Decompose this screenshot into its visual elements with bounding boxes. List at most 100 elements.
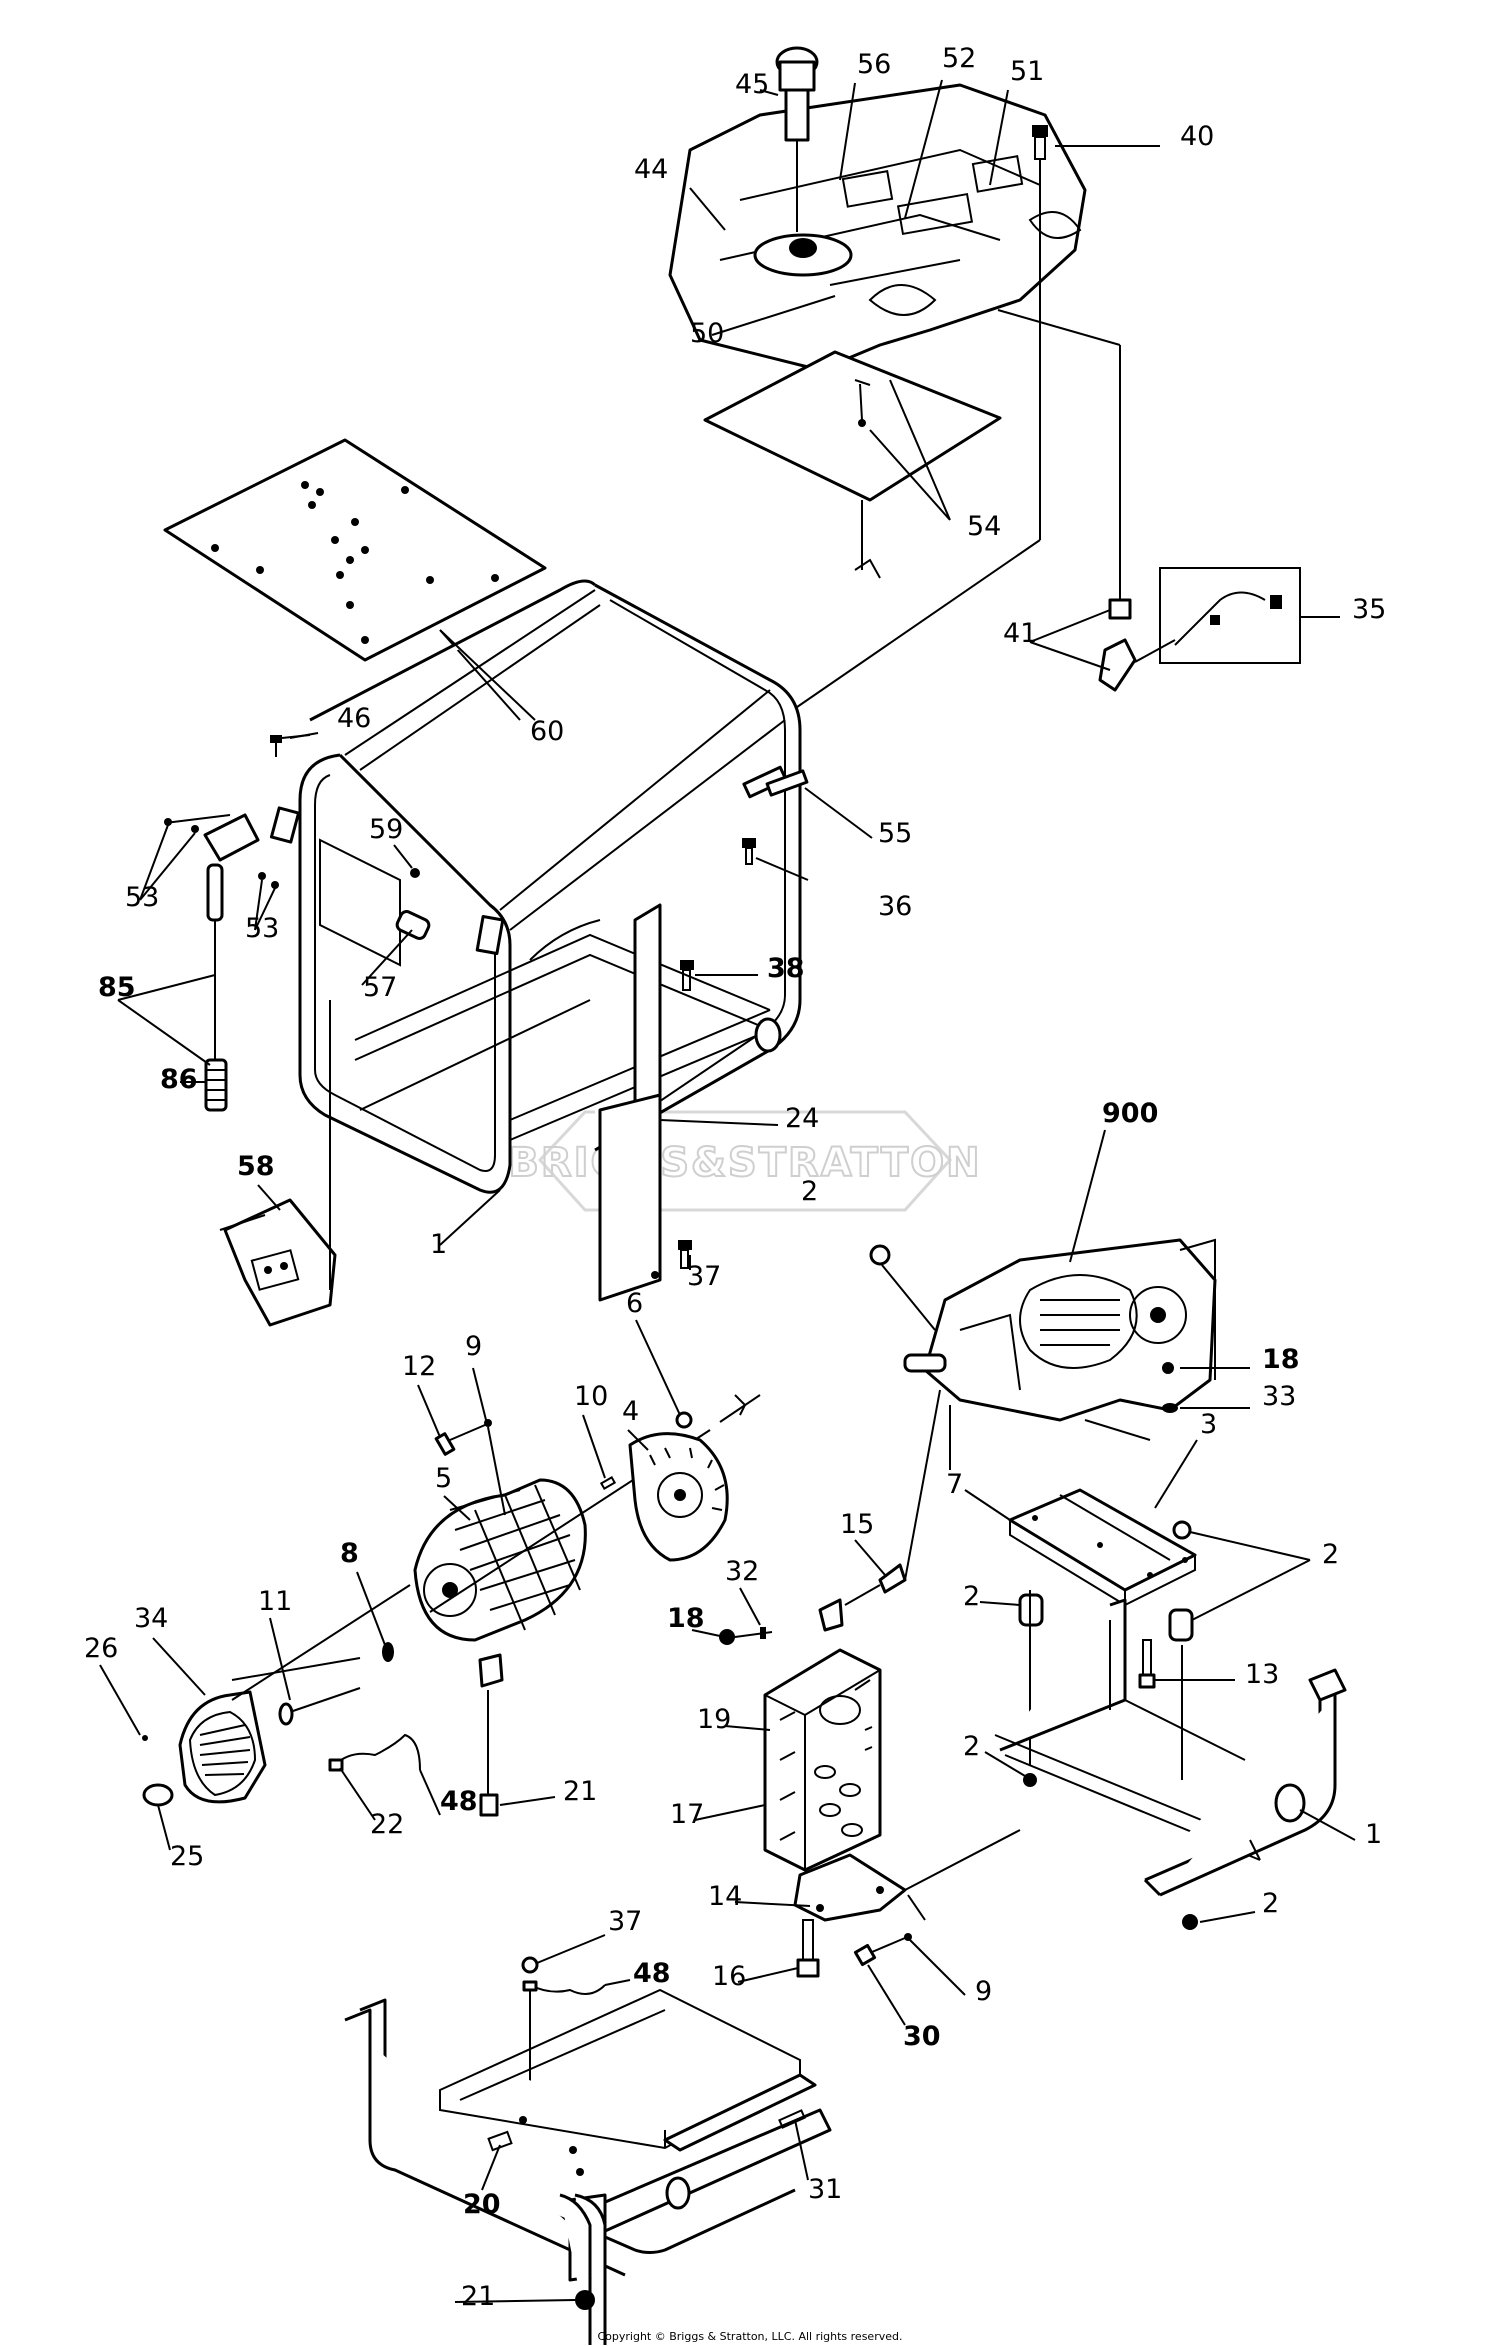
callout-c44: 44 xyxy=(634,154,668,185)
callout-c33: 33 xyxy=(1262,1381,1296,1412)
callout-c86: 86 xyxy=(160,1064,198,1095)
fuel-line xyxy=(1159,567,1301,664)
watermark-text: BRIGGS&STRATTON xyxy=(508,1140,981,1186)
rear-bearing-carrier xyxy=(628,1411,729,1562)
callout-c16: 16 xyxy=(712,1961,746,1992)
base-frame xyxy=(344,1988,832,2345)
control-plate xyxy=(163,438,547,721)
bolt-38 xyxy=(680,960,758,991)
callout-c85: 85 xyxy=(98,972,136,1003)
through-bolt-11 xyxy=(231,1657,361,1726)
callout-c24: 24 xyxy=(785,1103,819,1134)
callout-c21a: 21 xyxy=(563,1776,597,1807)
cradle-frame xyxy=(994,1598,1347,1897)
bolt-16 xyxy=(796,1919,820,1978)
callout-c52: 52 xyxy=(942,43,976,74)
watermark: BRIGGS&STRATTON xyxy=(507,1110,981,1212)
callout-c54: 54 xyxy=(967,511,1001,542)
callout-c34: 34 xyxy=(134,1603,168,1634)
callout-c51: 51 xyxy=(1010,56,1044,87)
callout-c40: 40 xyxy=(1180,121,1214,152)
callout-c18a: 18 xyxy=(1262,1344,1300,1375)
callout-c1a: 1 xyxy=(430,1229,447,1260)
callout-c17: 17 xyxy=(670,1799,704,1830)
callout-c2a: 2 xyxy=(801,1176,818,1207)
muffler xyxy=(763,1648,882,1872)
callout-c6: 6 xyxy=(626,1288,643,1319)
callout-c59: 59 xyxy=(369,814,403,845)
callout-c21b: 21 xyxy=(461,2281,495,2312)
callout-c900: 900 xyxy=(1102,1098,1158,1129)
callout-c48a: 48 xyxy=(440,1786,478,1817)
callout-c41: 41 xyxy=(1003,618,1037,649)
callout-c2c: 2 xyxy=(963,1581,980,1612)
leader-lines xyxy=(99,79,1356,2303)
bolt-37-upper xyxy=(678,1240,692,1269)
tank-pad xyxy=(703,350,1002,579)
bolt-12 xyxy=(434,1419,506,1516)
callout-c25: 25 xyxy=(170,1841,204,1872)
bolt-30-9 xyxy=(853,1933,912,1967)
callout-c26: 26 xyxy=(84,1633,118,1664)
callout-c4: 4 xyxy=(622,1396,639,1427)
callout-c11: 11 xyxy=(258,1586,292,1617)
callout-c2d: 2 xyxy=(963,1731,980,1762)
bolt-18-lower xyxy=(719,1627,773,1645)
fuel-valve xyxy=(997,309,1176,692)
callout-c18b: 18 xyxy=(667,1603,705,1634)
bracket-14 xyxy=(793,1829,1021,1922)
engine-mount xyxy=(1008,1488,1198,1930)
washer-8 xyxy=(382,1642,394,1662)
bolt-46 xyxy=(270,734,311,757)
engine xyxy=(903,1238,1250,1470)
decal-55 xyxy=(765,769,809,797)
wire-22-48 xyxy=(328,1690,499,1817)
callout-c7: 7 xyxy=(946,1469,963,1500)
copyright-text: Copyright © Briggs & Stratton, LLC. All … xyxy=(598,2330,903,2343)
callout-c30: 30 xyxy=(903,2021,941,2052)
callout-c36: 36 xyxy=(878,891,912,922)
callout-c31: 31 xyxy=(808,2174,842,2205)
bolt-36 xyxy=(742,838,809,881)
callout-c14: 14 xyxy=(708,1881,742,1912)
callout-c37a: 37 xyxy=(687,1261,721,1292)
callout-c35: 35 xyxy=(1352,594,1386,625)
handle-85 xyxy=(204,863,228,1112)
callout-c19: 19 xyxy=(697,1704,731,1735)
callout-c22: 22 xyxy=(370,1809,404,1840)
callout-c45: 45 xyxy=(735,69,769,100)
callout-c55: 55 xyxy=(878,818,912,849)
callout-c32: 32 xyxy=(725,1556,759,1587)
callout-c13: 13 xyxy=(1245,1659,1279,1690)
callout-c37b: 37 xyxy=(608,1906,642,1937)
outlet-panel xyxy=(219,1000,337,1327)
callout-c53b: 53 xyxy=(245,913,279,944)
callout-c38: 38 xyxy=(767,953,805,984)
callout-c3: 3 xyxy=(1200,1409,1217,1440)
fuel-tank xyxy=(668,83,1087,372)
callout-c2b: 2 xyxy=(1322,1539,1339,1570)
bracket-53 xyxy=(164,813,279,889)
callout-c20: 20 xyxy=(463,2189,501,2220)
callout-c12: 12 xyxy=(402,1351,436,1382)
bolt-10 xyxy=(599,1476,617,1490)
callout-c56: 56 xyxy=(857,49,891,80)
callout-c50: 50 xyxy=(690,318,724,349)
callout-c48b: 48 xyxy=(633,1958,671,1989)
callout-c10: 10 xyxy=(574,1381,608,1412)
callout-c1b: 1 xyxy=(1365,1819,1382,1850)
stator xyxy=(413,1478,587,1688)
callout-c53a: 53 xyxy=(125,882,159,913)
callout-c9b: 9 xyxy=(975,1976,992,2007)
nut-2-upper xyxy=(869,1244,936,1331)
callout-c46: 46 xyxy=(337,703,371,734)
callout-c15: 15 xyxy=(840,1509,874,1540)
frame xyxy=(269,579,802,1302)
callout-c58: 58 xyxy=(237,1151,275,1182)
callout-c9a: 9 xyxy=(465,1331,482,1362)
callout-c60: 60 xyxy=(530,716,564,747)
end-cover xyxy=(142,1584,411,1807)
callout-c5: 5 xyxy=(435,1463,452,1494)
